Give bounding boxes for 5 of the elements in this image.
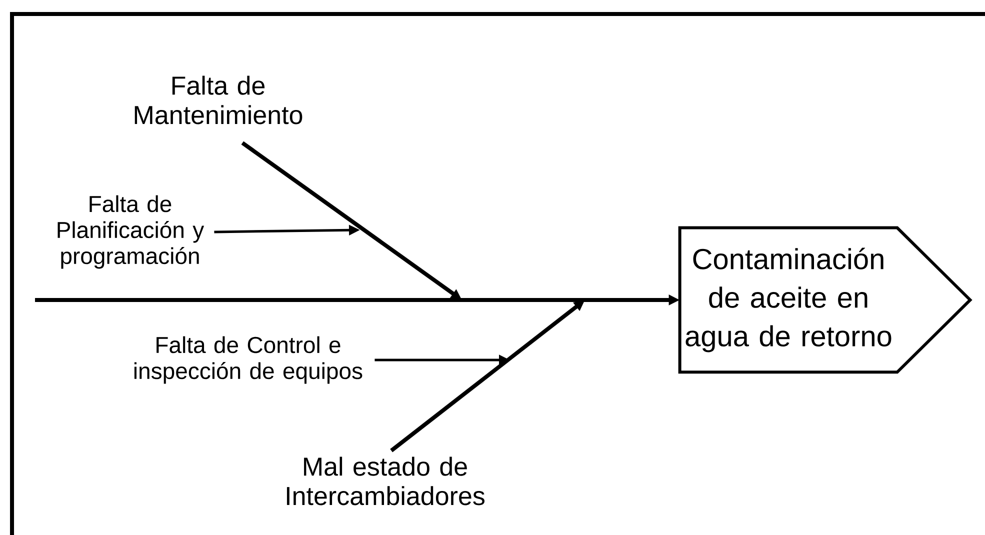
cause-label: Mal estado de Intercambiadores xyxy=(286,456,484,506)
cause-label: Falta de Mantenimiento xyxy=(134,76,302,124)
cause-label: Falta de Planificación y programación xyxy=(58,195,204,269)
cause-label: Falta de Control e inspección de equipos xyxy=(134,336,362,384)
effect-box: Contaminación de aceite en agua de retorno xyxy=(678,226,972,374)
